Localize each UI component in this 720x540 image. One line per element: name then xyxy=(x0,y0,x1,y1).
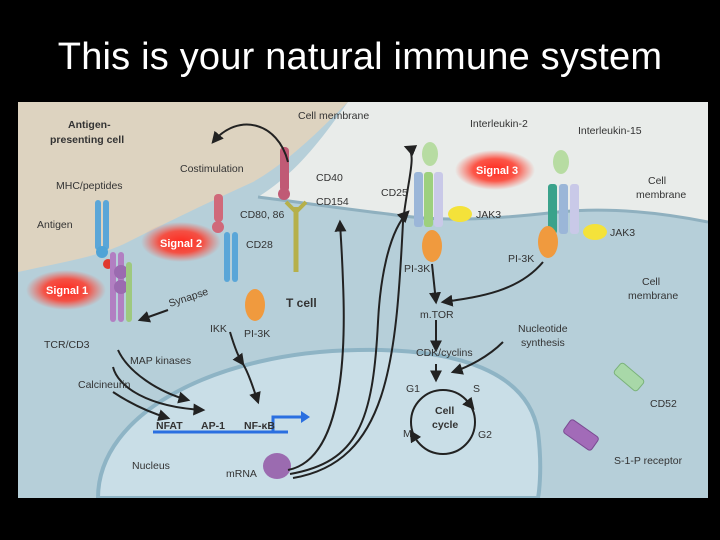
mrna-glyph xyxy=(263,453,291,479)
map-kinases-label: MAP kinases xyxy=(130,355,191,367)
mrna-label: mRNA xyxy=(226,468,257,480)
pi3k-il2-label: PI-3K xyxy=(404,263,430,275)
pathway-arrows xyxy=(112,123,544,479)
cd25-label: CD25 xyxy=(381,187,408,199)
nfkb-label: NF-κB xyxy=(244,420,275,432)
ap1-label: AP-1 xyxy=(201,420,225,432)
il2-receptor xyxy=(414,142,472,262)
tcr-cd3-label: TCR/CD3 xyxy=(44,339,90,351)
costimulation-label: Costimulation xyxy=(180,163,244,175)
immune-pathway-diagram: Antigen- presenting cell Cell membrane I… xyxy=(18,102,708,498)
signal1-glow xyxy=(26,270,106,310)
ikk-label: IKK xyxy=(210,323,227,335)
cell-membrane-right-line2: membrane xyxy=(636,189,686,201)
nfat-label: NFAT xyxy=(156,420,183,432)
pi3k-il15-label: PI-3K xyxy=(508,253,534,265)
il15-receptor xyxy=(538,150,607,258)
s1p-receptor-label: S-1-P receptor xyxy=(614,455,683,467)
signal2-label: Signal 2 xyxy=(160,238,202,250)
cd28-label: CD28 xyxy=(246,239,273,251)
cd52-glyph xyxy=(613,362,645,392)
jak3-il15-label: JAK3 xyxy=(610,227,635,239)
mtor-label: m.TOR xyxy=(420,309,454,321)
tcell-membrane-line xyxy=(257,195,708,224)
cd80-cd28-pair xyxy=(212,194,238,282)
cell-cycle-line1: Cell xyxy=(435,405,454,417)
mhc-tcr-complex xyxy=(95,200,132,322)
cd154-label: CD154 xyxy=(316,196,349,208)
cd40-label: CD40 xyxy=(316,172,343,184)
antigen-label: Antigen xyxy=(37,219,73,231)
cd80-86-label: CD80, 86 xyxy=(240,209,285,221)
promoter-arrow-icon xyxy=(153,411,310,434)
calcineurin-label: Calcineurin xyxy=(78,379,131,391)
m-label: M xyxy=(403,428,412,440)
pi3k-cd28-label: PI-3K xyxy=(244,328,270,340)
cell-cycle xyxy=(409,389,476,455)
apc-label-line2: presenting cell xyxy=(50,134,124,146)
jak3-il2-label: JAK3 xyxy=(476,209,501,221)
g2-label: G2 xyxy=(478,429,492,441)
cell-membrane-mid-line1: Cell xyxy=(642,276,660,288)
mhc-peptides-label: MHC/peptides xyxy=(56,180,123,192)
g1-label: G1 xyxy=(406,383,420,395)
s-label: S xyxy=(473,383,480,395)
cell-cycle-line2: cycle xyxy=(432,419,458,431)
signal2-glow xyxy=(141,222,221,262)
cell-membrane-mid-line2: membrane xyxy=(628,290,678,302)
signal3-label: Signal 3 xyxy=(476,165,518,177)
nucleotide-synthesis-line1: Nucleotide xyxy=(518,323,568,335)
signal3-glow xyxy=(455,150,535,190)
nucleus-label: Nucleus xyxy=(132,460,170,472)
interleukin2-label: Interleukin-2 xyxy=(470,118,528,130)
apc-label-line1: Antigen- xyxy=(68,119,111,131)
nucleotide-synthesis-line2: synthesis xyxy=(521,337,565,349)
cdk-cyclins-label: CDK/cyclins xyxy=(416,347,473,359)
pi3k-cd28-blob xyxy=(245,289,265,321)
cell-membrane-right-line1: Cell xyxy=(648,175,666,187)
s1p-receptor-glyph xyxy=(563,419,599,451)
slide-title: This is your natural immune system xyxy=(57,36,663,78)
interleukin15-label: Interleukin-15 xyxy=(578,125,642,137)
cell-membrane-top-label: Cell membrane xyxy=(298,110,369,122)
signal1-label: Signal 1 xyxy=(46,285,88,297)
t-cell-label: T cell xyxy=(286,296,317,310)
cd52-label: CD52 xyxy=(650,398,677,410)
